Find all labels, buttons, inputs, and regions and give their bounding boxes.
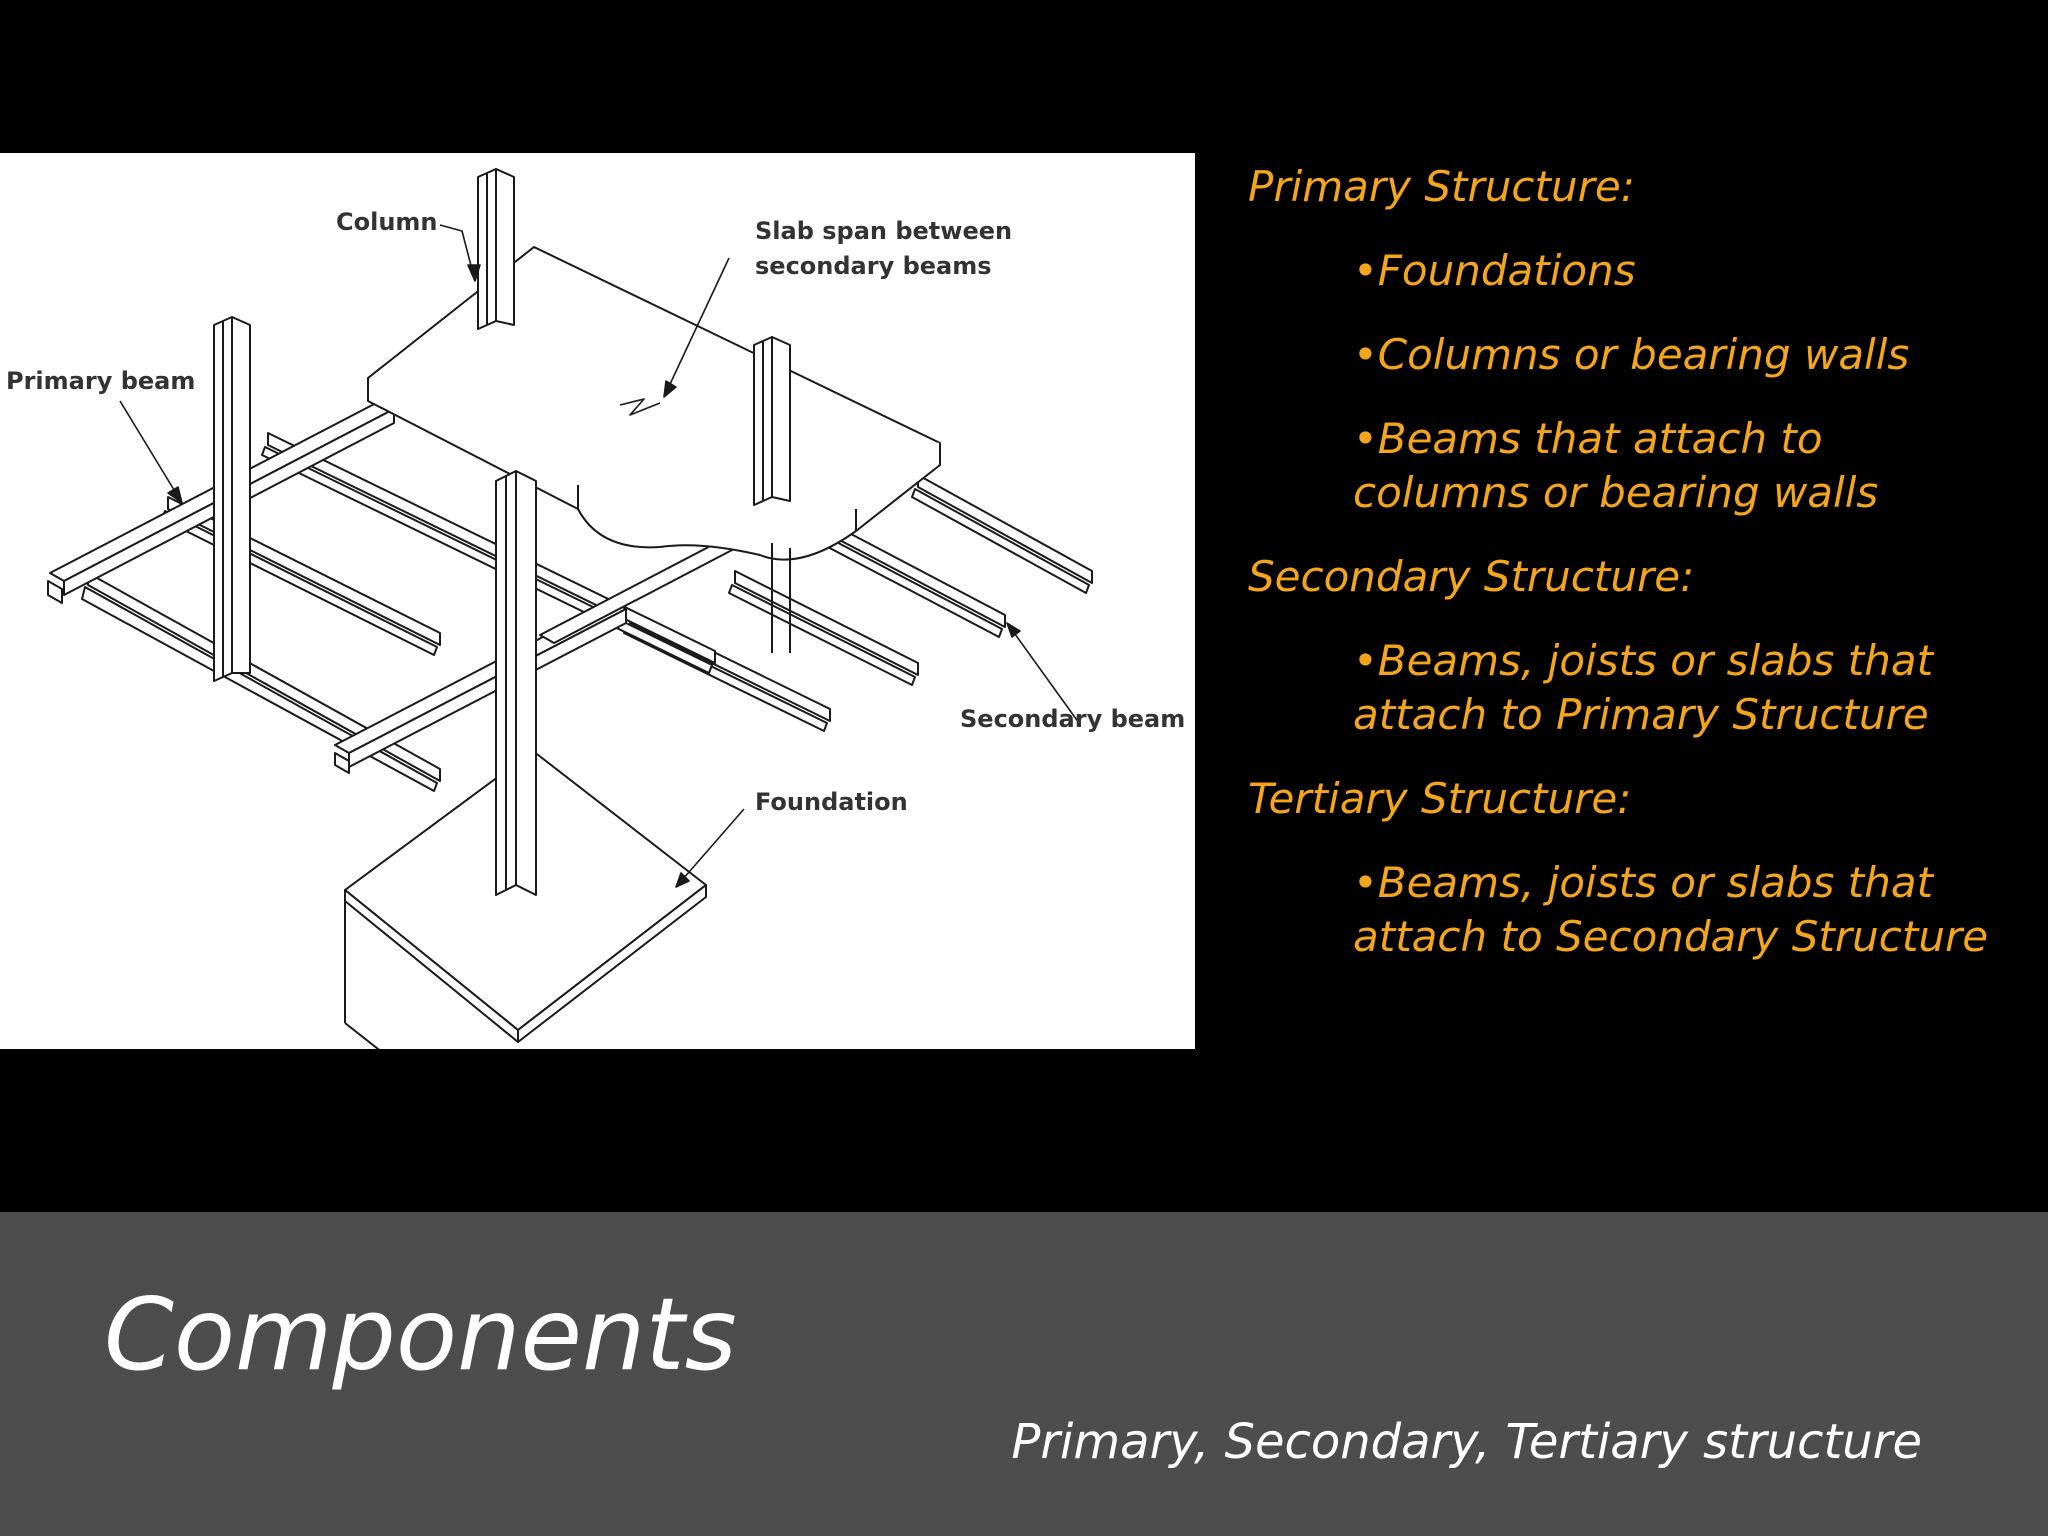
heading-secondary-structure: Secondary Structure: bbox=[1248, 552, 1695, 601]
columns bbox=[213, 168, 791, 896]
label-foundation: Foundation bbox=[755, 788, 908, 816]
floor-slab bbox=[367, 246, 941, 561]
bullet-secondary-members: •Beams, joists or slabs that attach to P… bbox=[1353, 636, 1934, 739]
bullet-primary-beams: •Beams that attach to columns or bearing… bbox=[1353, 414, 1879, 517]
structure-outline: Primary Structure: •Foundations •Columns… bbox=[1248, 160, 2008, 994]
label-slab-line2: secondary beams bbox=[755, 252, 992, 280]
label-secondary-beam: Secondary beam bbox=[960, 705, 1185, 733]
bullet-foundations: •Foundations bbox=[1353, 246, 1636, 295]
leader-lines bbox=[119, 224, 1080, 888]
framing-drawing: Column Slab span between secondary beams… bbox=[6, 168, 1185, 1049]
heading-primary-structure: Primary Structure: bbox=[1248, 162, 1635, 211]
label-slab-line1: Slab span between bbox=[755, 217, 1012, 245]
heading-tertiary-structure: Tertiary Structure: bbox=[1248, 774, 1632, 823]
structural-framing-diagram: Column Slab span between secondary beams… bbox=[0, 153, 1195, 1049]
bullet-columns: •Columns or bearing walls bbox=[1353, 330, 1910, 379]
label-primary-beam: Primary beam bbox=[6, 367, 195, 395]
bullet-tertiary-members: •Beams, joists or slabs that attach to S… bbox=[1353, 858, 1989, 961]
slide-subtitle: Primary, Secondary, Tertiary structure bbox=[1011, 1414, 1922, 1470]
title-band bbox=[0, 1212, 2048, 1536]
label-column: Column bbox=[336, 208, 438, 236]
slide-title: Components bbox=[104, 1276, 737, 1393]
